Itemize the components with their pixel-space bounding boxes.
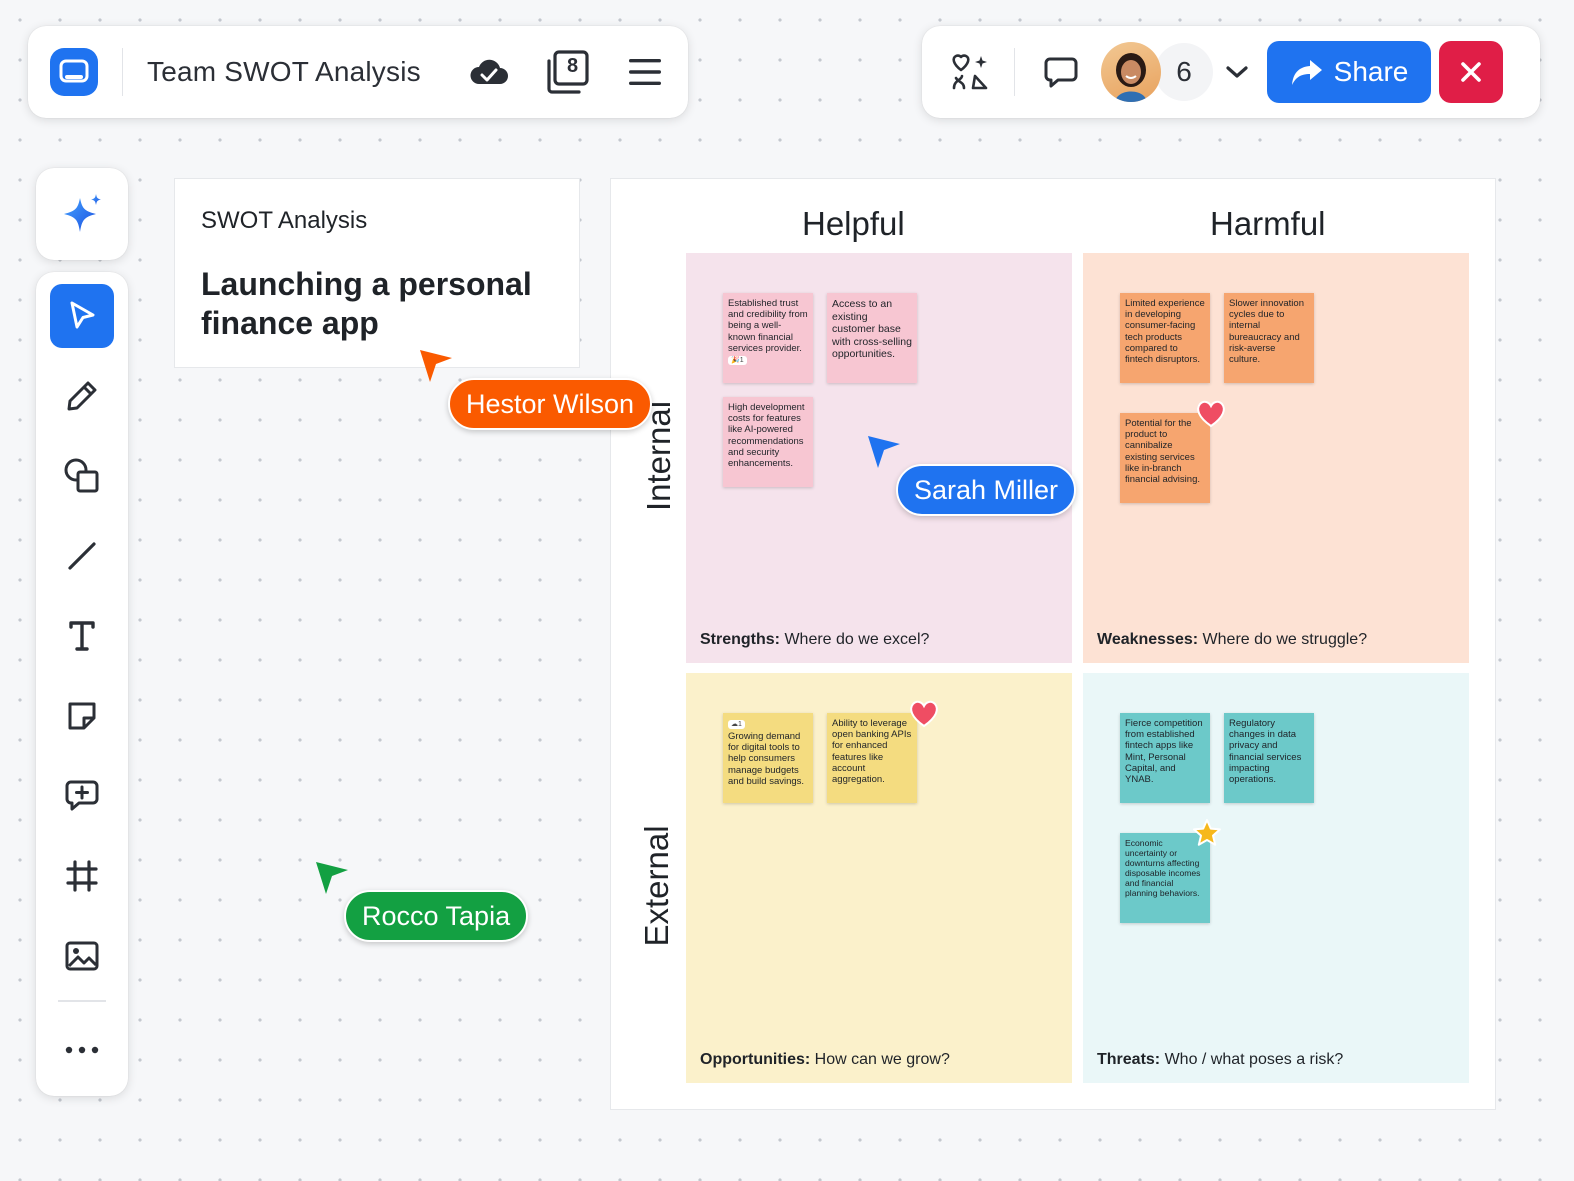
sticky-note[interactable]: Established trust and credibility from b… [723,293,813,383]
note-text: Growing demand for digital tools to help… [728,731,805,787]
sticky-note-tool[interactable] [50,684,114,748]
pages-icon[interactable]: 8 [541,46,593,98]
cursor-arrow-icon [420,350,452,382]
opportunities-quadrant[interactable]: ☁1 Growing demand for digital tools to h… [686,673,1072,1083]
label-bold: Weaknesses: [1097,631,1199,648]
cursor-label-hestor: Hestor Wilson [448,378,653,430]
line-icon [68,542,96,570]
sticky-note[interactable]: ☁1 Growing demand for digital tools to h… [723,713,813,803]
sticky-note-icon [68,702,96,730]
label-bold: Threats: [1097,1051,1161,1068]
sticky-note[interactable]: Economic uncertainty or downturns affect… [1120,833,1210,923]
label-text: Who / what poses a risk? [1160,1051,1344,1068]
column-helpful-label: Helpful [802,205,905,242]
weaknesses-label: Weaknesses: Where do we struggle? [1097,631,1367,649]
threats-quadrant[interactable]: Fierce competition from established fint… [1083,673,1469,1083]
tools-toolbar [36,272,128,1096]
select-tool[interactable] [50,284,114,348]
note-reaction-badge[interactable]: ☁1 [728,720,745,729]
sticky-note[interactable]: Potential for the product to cannibalize… [1120,413,1210,503]
note-text: Established trust and credibility from b… [728,298,808,354]
sticky-note[interactable]: Access to an existing customer base with… [827,293,917,383]
text-icon [69,621,95,651]
label-text: Where do we struggle? [1198,631,1368,648]
note-reaction-badge[interactable]: 🎉1 [728,356,747,366]
ai-sparkle-icon [64,194,101,232]
sticky-note[interactable]: Fierce competition from established fint… [1120,713,1210,803]
pen-icon [67,381,97,411]
line-tool[interactable] [50,524,114,588]
add-comment-tool[interactable] [50,764,114,828]
top-bar-right: 6 Share [922,26,1540,118]
row-external-label: External [638,825,675,947]
reactions-icon[interactable] [944,46,996,98]
swot-title-card[interactable]: SWOT Analysis Launching a personal finan… [174,178,580,368]
cursor-label-rocco: Rocco Tapia [344,890,529,942]
share-icon [1291,60,1322,85]
pages-count: 8 [567,55,579,77]
label-bold: Opportunities: [700,1051,811,1068]
label-text: Where do we excel? [780,631,930,648]
chevron-down-icon[interactable] [1217,46,1257,98]
select-icon [70,301,95,329]
sticky-note[interactable]: Ability to leverage open banking APIs fo… [827,713,917,803]
sticky-note[interactable]: Regulatory changes in data privacy and f… [1224,713,1314,803]
close-icon [1461,62,1481,82]
shapes-tool[interactable] [50,444,114,508]
toolbar-divider [122,48,123,96]
frame-tool[interactable] [50,844,114,908]
opportunities-label: Opportunities: How can we grow? [700,1051,950,1069]
cursor-label-sarah: Sarah Miller [896,464,1077,516]
cursor-arrow-icon [868,436,900,468]
card-subtitle: SWOT Analysis [201,207,368,234]
more-icon [65,1046,99,1054]
sticky-note[interactable]: High development costs for features like… [723,397,813,487]
weaknesses-quadrant[interactable]: Limited experience in developing consume… [1083,253,1469,663]
cursor-arrow-icon [316,862,348,894]
ai-assistant-button[interactable] [36,168,128,260]
menu-icon[interactable] [619,46,671,98]
image-icon [65,941,99,971]
more-tools-button[interactable] [50,1018,114,1082]
image-tool[interactable] [50,924,114,988]
threats-label: Threats: Who / what poses a risk? [1097,1051,1343,1069]
frame-icon [66,860,98,892]
top-bar-left: Team SWOT Analysis 8 [28,26,688,118]
shapes-icon [64,458,99,493]
avatar[interactable] [1101,42,1161,102]
strengths-label: Strengths: Where do we excel? [700,631,929,649]
column-harmful-label: Harmful [1210,205,1326,242]
sticky-note[interactable]: Limited experience in developing consume… [1120,293,1210,383]
comment-icon[interactable] [1035,46,1087,98]
card-title: Launching a personal finance app [201,266,532,341]
pen-tool[interactable] [50,364,114,428]
swot-matrix[interactable]: Helpful Harmful Internal External Establ… [610,178,1496,1110]
cloud-saved-icon[interactable] [463,46,515,98]
collaborator-count[interactable]: 6 [1155,43,1213,101]
heart-icon[interactable] [1195,397,1227,429]
share-button[interactable]: Share [1267,41,1431,103]
add-comment-icon [65,780,99,811]
toolbar-divider [1014,48,1015,96]
board-title[interactable]: Team SWOT Analysis [147,56,421,87]
heart-icon[interactable] [908,697,940,729]
share-label: Share [1333,56,1409,87]
sticky-note[interactable]: Slower innovation cycles due to internal… [1224,293,1314,383]
star-icon[interactable] [1191,817,1223,849]
toolbar-separator [58,1000,106,1002]
close-button[interactable] [1439,41,1503,103]
label-text: How can we grow? [810,1051,950,1068]
logo-icon[interactable] [50,48,98,96]
label-bold: Strengths: [700,631,780,648]
text-tool[interactable] [50,604,114,668]
